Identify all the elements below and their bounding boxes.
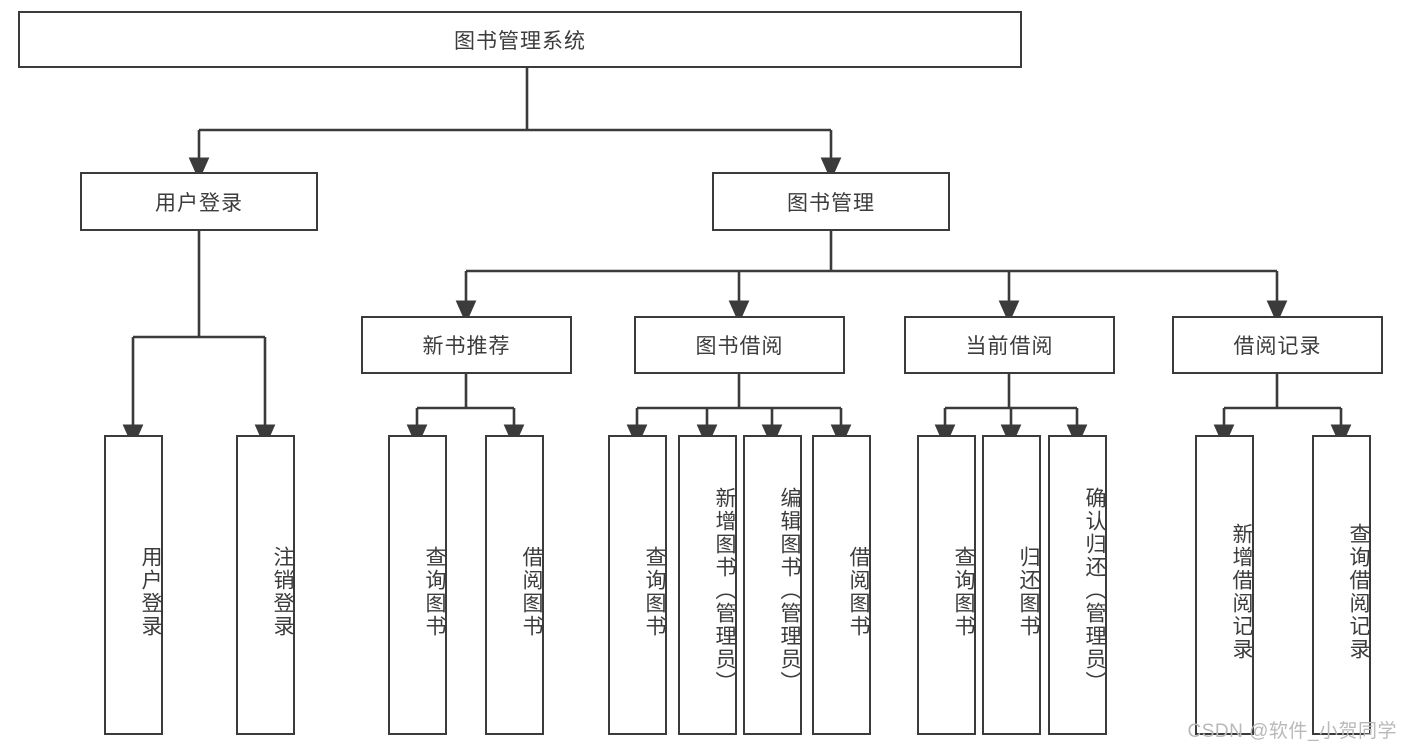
leaf-query-book-newbook[interactable]: 查询图书 bbox=[388, 435, 447, 735]
node-user-login-label: 用户登录 bbox=[155, 191, 243, 215]
leaf-query-book-borrow-label: 查询图书 bbox=[643, 546, 666, 638]
leaf-add-book-admin[interactable]: 新增图书（管理员） bbox=[678, 435, 737, 735]
node-borrow-records-label: 借阅记录 bbox=[1233, 335, 1322, 358]
leaf-query-borrow-record[interactable]: 查询借阅记录 bbox=[1312, 435, 1371, 735]
node-current-borrow-label: 当前借阅 bbox=[965, 335, 1054, 358]
node-book-management-label: 图书管理 bbox=[787, 191, 875, 215]
leaf-query-borrow-record-label: 查询借阅记录 bbox=[1347, 523, 1370, 661]
leaf-borrow-book-newbook[interactable]: 借阅图书 bbox=[485, 435, 544, 735]
leaf-query-book-current-label: 查询图书 bbox=[952, 546, 975, 638]
leaf-query-book-newbook-label: 查询图书 bbox=[423, 546, 446, 638]
leaf-confirm-return-admin[interactable]: 确认归还（管理员） bbox=[1048, 435, 1107, 735]
leaf-query-book-borrow[interactable]: 查询图书 bbox=[608, 435, 667, 735]
leaf-borrow-book-newbook-label: 借阅图书 bbox=[520, 546, 543, 638]
leaf-edit-book-admin[interactable]: 编辑图书（管理员） bbox=[743, 435, 802, 735]
node-book-management[interactable]: 图书管理 bbox=[712, 172, 950, 231]
node-book-borrow-label: 图书借阅 bbox=[695, 335, 784, 358]
node-root-label: 图书管理系统 bbox=[454, 29, 586, 53]
leaf-edit-book-admin-label: 编辑图书（管理员） bbox=[778, 486, 801, 694]
node-borrow-records[interactable]: 借阅记录 bbox=[1172, 316, 1383, 374]
watermark: CSDN @软件_小贺同学 bbox=[1187, 721, 1397, 742]
leaf-logout-label: 注销登录 bbox=[271, 546, 294, 638]
leaf-return-book[interactable]: 归还图书 bbox=[982, 435, 1041, 735]
leaf-add-borrow-record-label: 新增借阅记录 bbox=[1230, 523, 1253, 661]
leaf-borrow-book-borrow-label: 借阅图书 bbox=[847, 546, 870, 638]
leaf-logout[interactable]: 注销登录 bbox=[236, 435, 295, 735]
leaf-add-book-admin-label: 新增图书（管理员） bbox=[713, 486, 736, 694]
node-root[interactable]: 图书管理系统 bbox=[18, 11, 1022, 68]
node-new-book-recommend-label: 新书推荐 bbox=[422, 335, 511, 358]
leaf-query-book-current[interactable]: 查询图书 bbox=[917, 435, 976, 735]
leaf-user-login-label: 用户登录 bbox=[139, 546, 162, 638]
node-book-borrow[interactable]: 图书借阅 bbox=[634, 316, 845, 374]
leaf-return-book-label: 归还图书 bbox=[1017, 546, 1040, 638]
node-current-borrow[interactable]: 当前借阅 bbox=[904, 316, 1115, 374]
leaf-user-login[interactable]: 用户登录 bbox=[104, 435, 163, 735]
node-new-book-recommend[interactable]: 新书推荐 bbox=[361, 316, 572, 374]
leaf-add-borrow-record[interactable]: 新增借阅记录 bbox=[1195, 435, 1254, 735]
leaf-borrow-book-borrow[interactable]: 借阅图书 bbox=[812, 435, 871, 735]
node-user-login[interactable]: 用户登录 bbox=[80, 172, 318, 231]
leaf-confirm-return-admin-label: 确认归还（管理员） bbox=[1083, 486, 1106, 694]
